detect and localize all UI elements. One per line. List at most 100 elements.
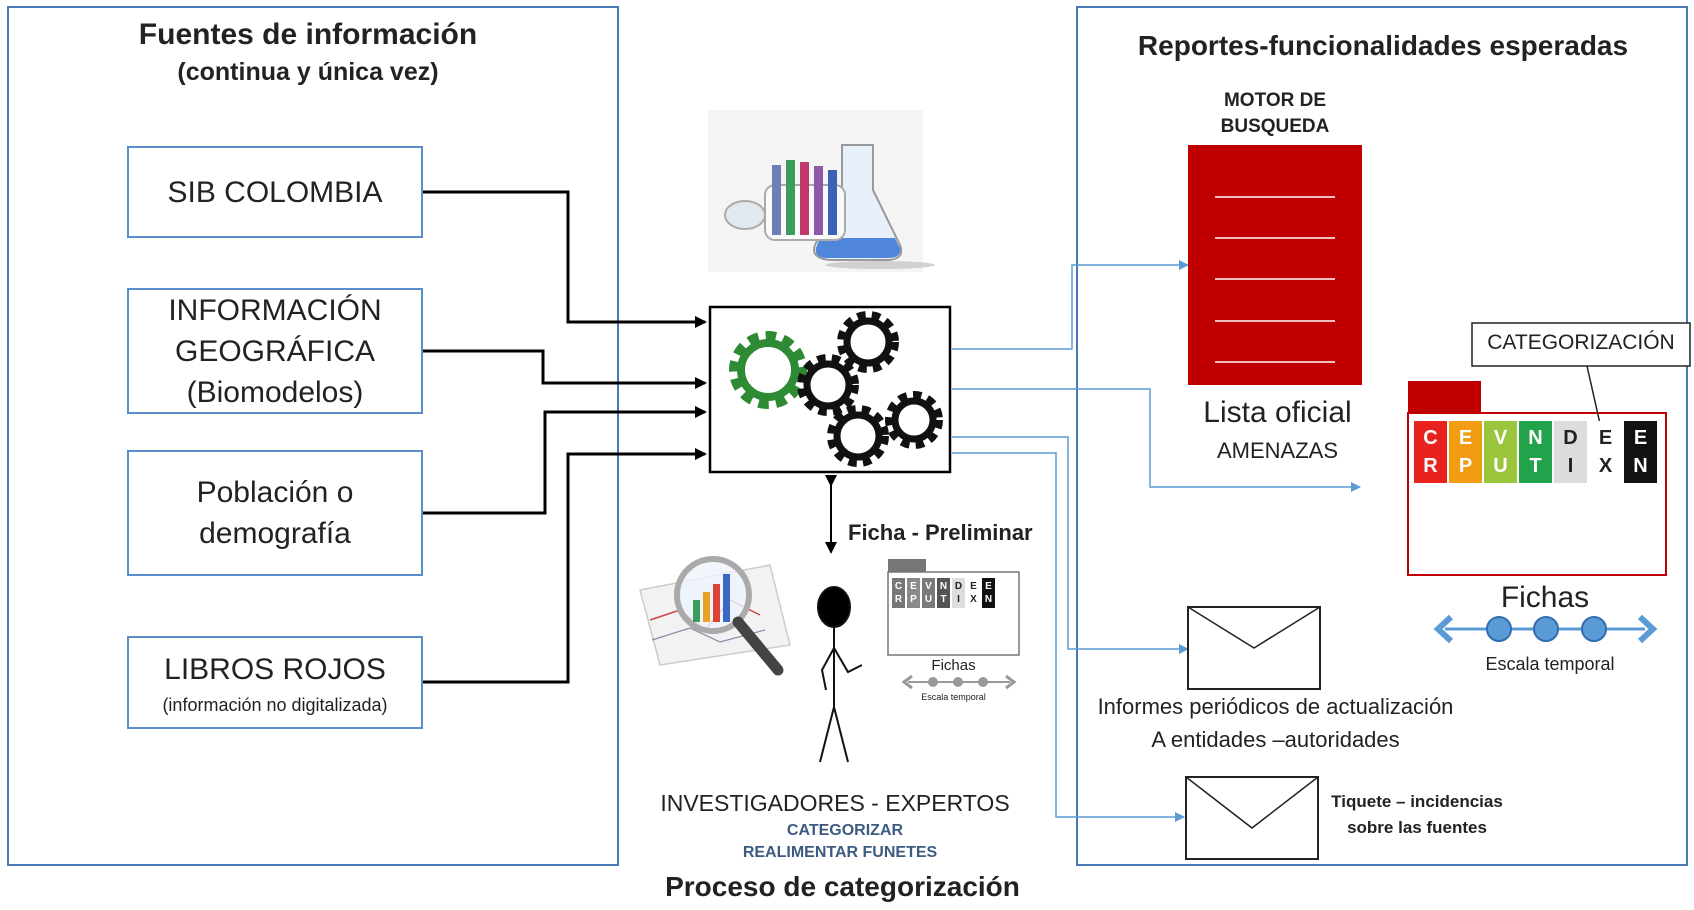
magnifier-chart-icon [639,556,791,676]
informes-label-2: A entidades –autoridades [1151,727,1400,752]
category-letter: U [924,594,933,605]
envelope-icon [1187,606,1321,690]
source-line: demografía [199,517,351,550]
source-sib-colombia: SIB COLOMBIA [127,146,423,238]
category-letter: T [1529,455,1542,477]
informes-label-1: Informes periódicos de actualización [1097,694,1454,719]
mini-ficha-tab [888,559,926,573]
source-informacion-geografica: INFORMACIÓN GEOGRÁFICA (Biomodelos) [127,288,423,414]
category-letter: N [1633,455,1648,477]
amenazas-label: AMENAZAS [1216,438,1339,463]
source-line: GEOGRÁFICA [174,334,376,368]
category-letter: I [957,594,960,605]
envelope-icon [1185,776,1319,860]
mini-timeline [901,674,1017,690]
category-letter: E [910,581,917,592]
sources-panel [7,6,619,866]
arrow-poblacion [423,406,707,515]
connector-informes [952,436,1189,654]
action-realimentar: REALIMENTAR FUNETES [742,844,938,861]
categorizacion-label: CATEGORIZACIÓN [1487,331,1675,354]
doc-lines [1215,196,1335,363]
stick-person-icon [817,586,863,763]
category-letter: E [1458,427,1473,449]
connector-motor [952,260,1189,350]
fichas-label: Fichas [1500,581,1590,614]
category-letter: V [1493,427,1508,449]
category-letter: E [970,581,977,592]
source-poblacion-demografia: Población o demografía [127,450,423,576]
reports-panel [1076,6,1688,866]
category-letter: E [1633,427,1648,449]
categorizacion-box [1471,322,1691,367]
category-letter: V [925,581,932,592]
category-letter: N [1528,427,1543,449]
sources-title: Fuentes de información [138,18,478,51]
motor-busqueda-doc [1188,145,1362,385]
connector-categorizacion [952,388,1361,492]
category-letter: D [954,581,963,592]
tiquete-label-2: sobre las fuentes [1347,818,1487,837]
mini-fichas-label: Fichas [931,657,976,674]
arrow-sib [423,190,707,328]
source-line: LIBROS ROJOS [164,653,386,686]
source-line: (Biomodelos) [186,375,364,409]
category-letter: D [1563,427,1578,449]
gears-icon [729,311,943,467]
category-letter: C [1423,427,1438,449]
category-letter: U [1493,455,1508,477]
ficha-preliminar-label: Ficha - Preliminar [848,520,1033,545]
category-letter: P [910,594,917,605]
mini-scale-label: Escala temporal [921,692,986,702]
category-letter: N [984,594,993,605]
reports-title: Reportes-funcionalidades esperadas [1137,30,1629,61]
ficha-card-tab [1408,381,1481,415]
category-letter: N [939,581,948,592]
people-title: INVESTIGADORES - EXPERTOS [660,790,1010,816]
tiquete-label-1: Tiquete – incidencias [1331,792,1503,811]
source-libros-rojos: LIBROS ROJOS (información no digitalizad… [127,636,423,729]
sources-subtitle: (continua y única vez) [177,58,439,86]
source-line: INFORMACIÓN [168,293,382,327]
source-note: (información no digitalizada) [162,695,388,715]
category-letter: X [1598,455,1613,477]
category-letter: R [1423,455,1438,477]
motor-label-2: BUSQUEDA [1220,116,1330,137]
escala-temporal-label: Escala temporal [1485,654,1615,674]
category-letter: I [1567,455,1574,477]
category-letter: E [985,581,992,592]
category-letter: X [970,594,977,605]
category-letter: E [1598,427,1613,449]
motor-label-1: MOTOR DE [1223,90,1327,111]
category-letter: T [940,594,947,605]
source-line: Población o [196,476,354,509]
connector-tiquete [952,452,1185,822]
category-letter: R [894,594,903,605]
fichas-timeline [1433,614,1658,644]
lista-oficial-label: Lista oficial [1203,396,1352,429]
arrow-geografica [423,349,707,389]
lab-glassware-icon [708,110,935,272]
process-title: Proceso de categorización [665,871,1020,902]
category-letter: P [1458,455,1473,477]
category-letter: C [894,581,903,592]
action-categorizar: CATEGORIZAR [786,822,904,839]
source-line: SIB COLOMBIA [167,175,383,209]
arrow-libros [423,448,707,684]
